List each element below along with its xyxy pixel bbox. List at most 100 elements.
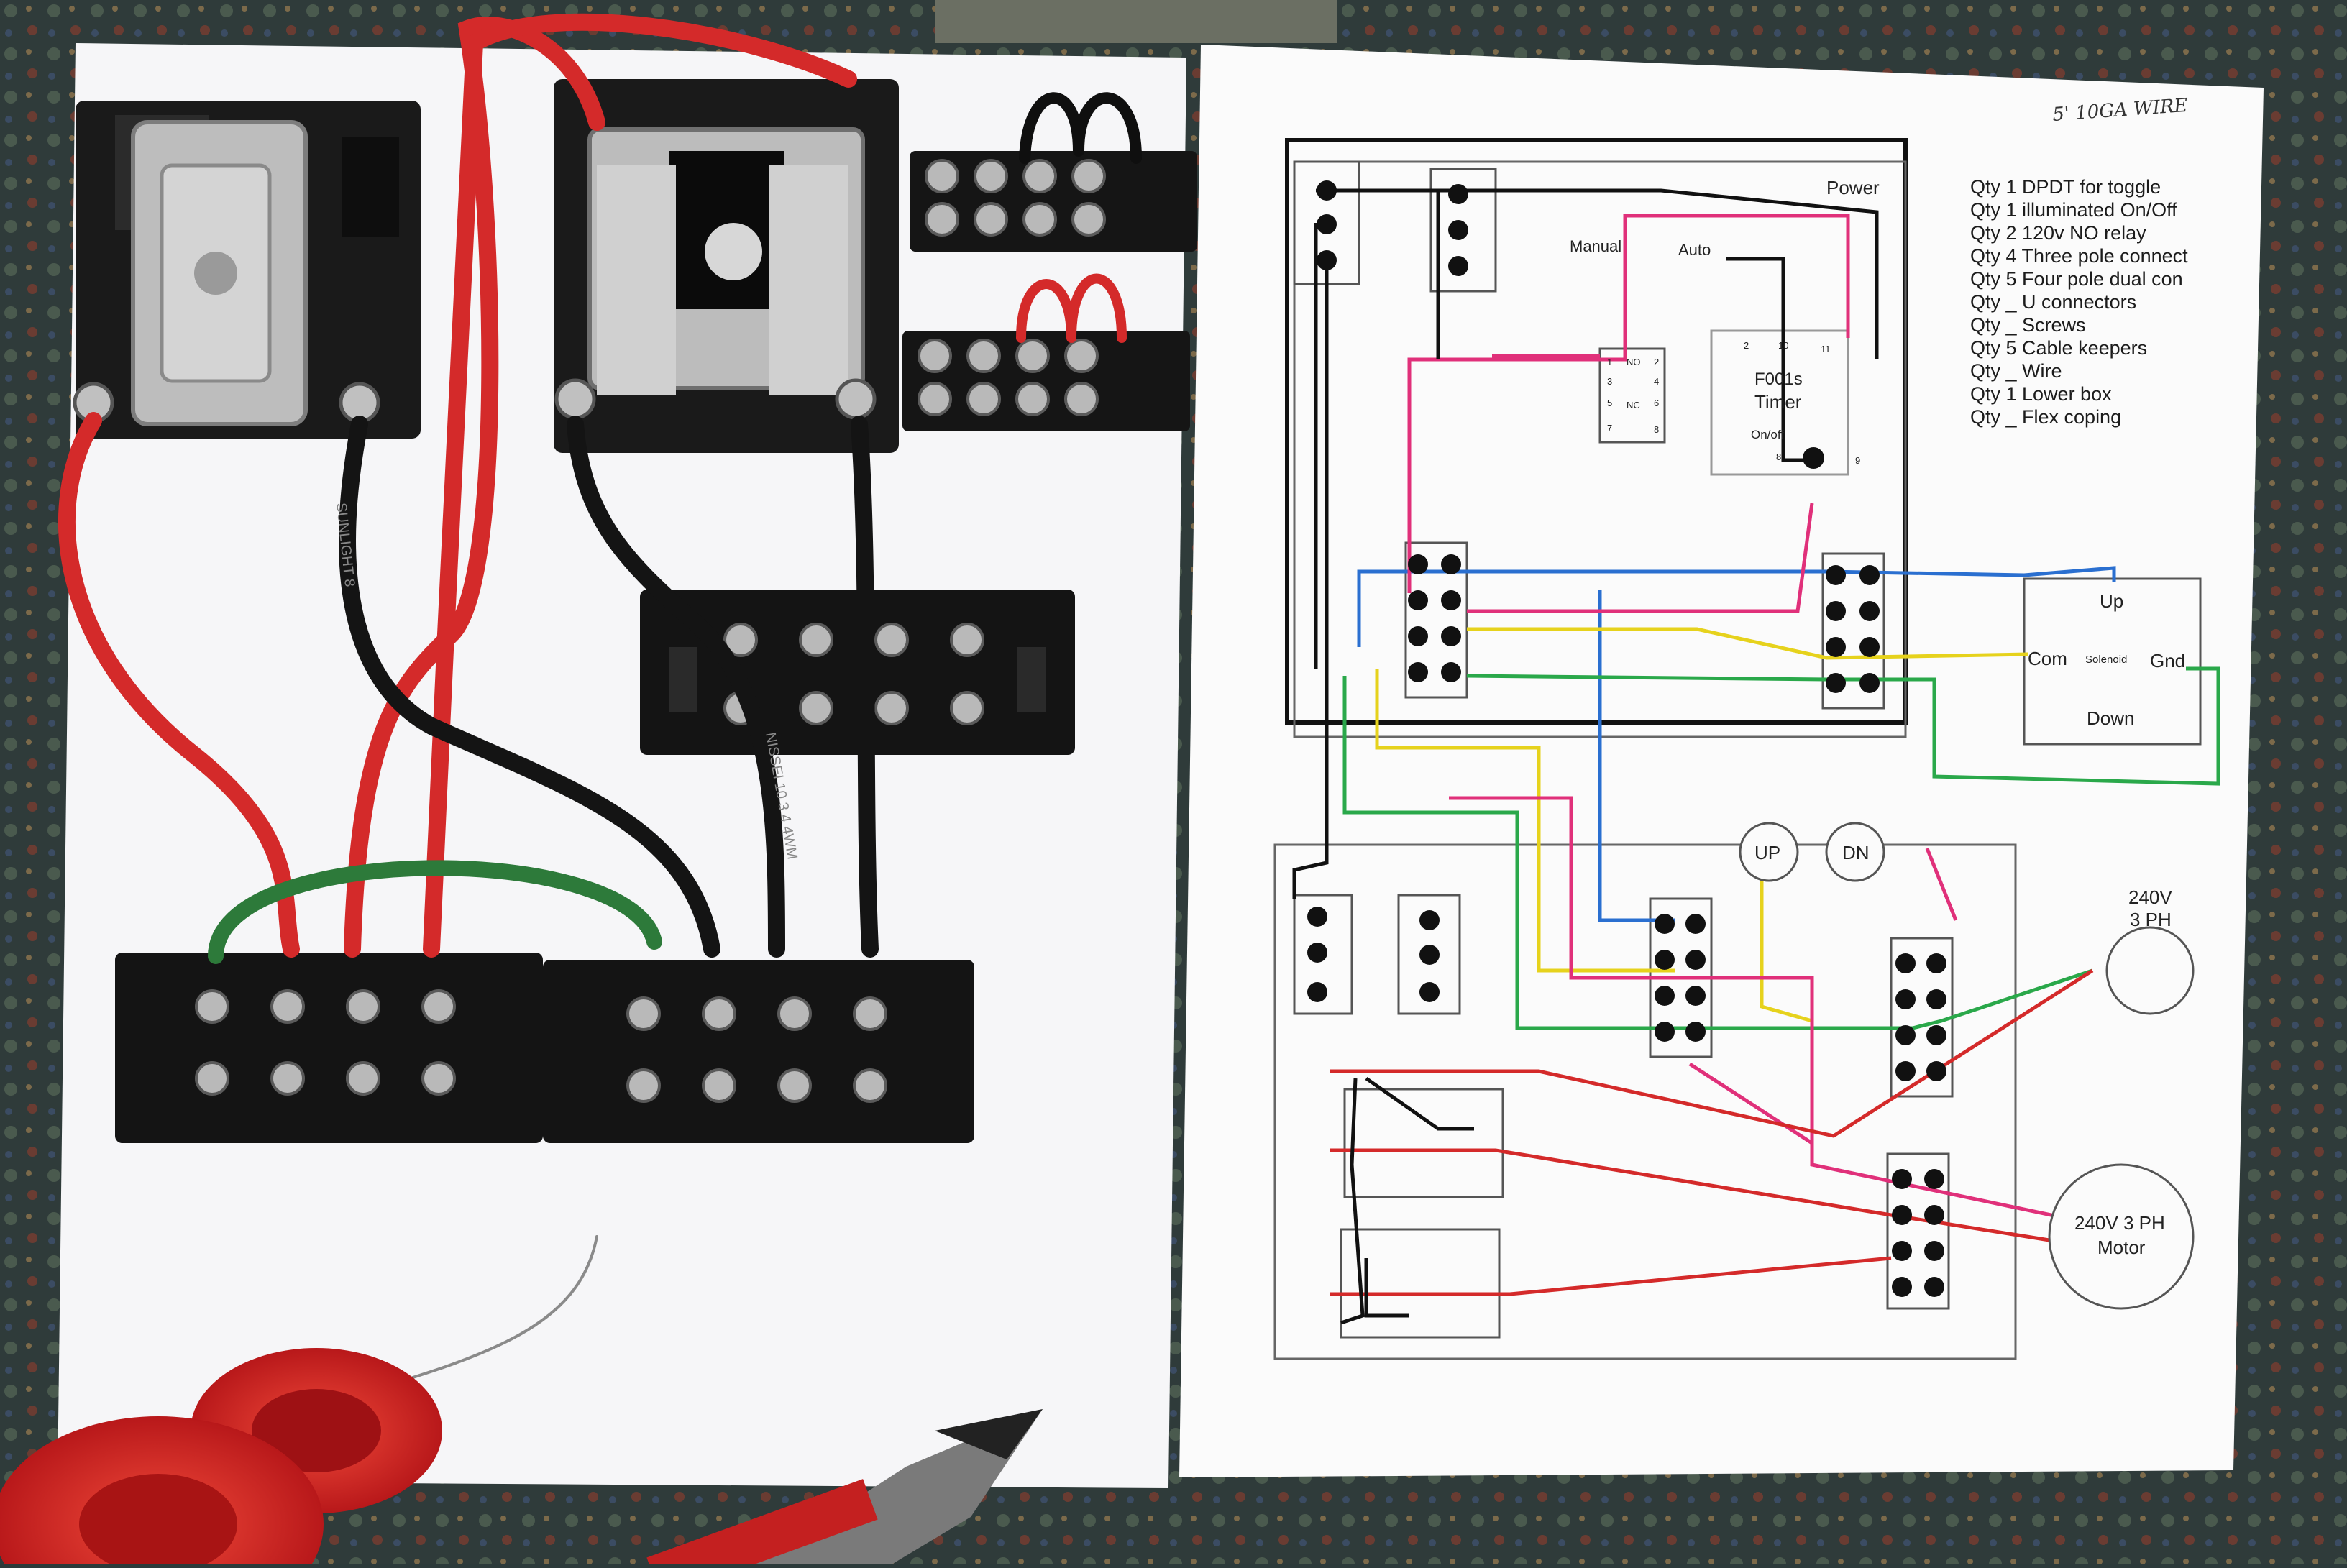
screw [346,989,380,1024]
red-wire-3 [423,13,857,958]
screw [195,1061,229,1096]
connector-dot [1441,554,1461,574]
timer-pin-10: 10 [1778,340,1788,351]
dn-button-label: DN [1842,842,1870,863]
connector-dot [1826,565,1846,585]
parts-item: Qty 1 Lower box [1970,383,2112,405]
screw [874,691,909,725]
screw [346,1061,380,1096]
parts-item: Qty 1 DPDT for toggle [1970,176,2161,198]
connector-dot [1441,626,1461,646]
wire-cutters [646,1409,1043,1568]
parts-item: Qty _ U connectors [1970,291,2137,313]
connector-dot [1926,1061,1946,1081]
solenoid-com: Com [2028,648,2067,669]
connector-dot [1826,601,1846,621]
up-button [1739,822,1799,882]
timer-symbol [1710,329,1849,476]
connector-dot [1307,943,1327,963]
connector-dot [1892,1205,1912,1225]
connector-dot [1448,184,1468,204]
timer-pin-8: 8 [1776,451,1781,462]
parts-item: Qty 5 Four pole dual con [1970,268,2183,290]
connector-dot [1441,590,1461,610]
connector-dot [1859,673,1880,693]
screw [925,159,959,193]
connector-dot [1892,1241,1912,1261]
connector-dot [1859,565,1880,585]
parts-item: Qty 1 illuminated On/Off [1970,199,2177,221]
connector-dot [1895,953,1916,973]
connector-dot [1924,1205,1944,1225]
relay-pin-nc: NC [1627,400,1640,411]
parts-item: Qty _ Wire [1970,360,2062,382]
screw [270,1061,305,1096]
board-wires [58,13,1142,1432]
screw [1022,159,1057,193]
screw [950,623,984,657]
wire-black-main [1292,188,1879,1325]
wire-blue [1357,566,2116,922]
connector-dot [1441,662,1461,682]
screw [1064,382,1099,416]
timer-model: F001s [1754,370,1803,389]
manual-label: Manual [1570,237,1621,255]
relay-pin-1: 1 [1607,357,1612,367]
timer-pin-9: 9 [1855,455,1860,466]
wiring-diagram [1273,138,2220,1360]
connector-dot [1895,989,1916,1009]
dn-button [1825,822,1885,882]
black-wire-1 [339,416,720,958]
connector-dot [1419,982,1440,1002]
screw [853,996,887,1031]
screw [777,996,812,1031]
motor-label-1: 240V 3 PH [2074,1212,2165,1234]
screw [799,691,833,725]
black-jumper [1019,92,1142,164]
connector-dot [1685,950,1706,970]
relay-pin-4: 4 [1654,376,1659,387]
screw [1022,202,1057,237]
motor-symbol [2048,1163,2195,1310]
connector-dot [1895,1025,1916,1045]
connector-dot [1685,1022,1706,1042]
connector-dot [1924,1169,1944,1189]
top-object [935,0,1337,43]
dual-conn-left [1404,541,1468,699]
screw [1071,159,1106,193]
connector-dot [1685,914,1706,934]
connector-dot [1685,986,1706,1006]
connector-dot [1926,989,1946,1009]
up-button-label: UP [1754,842,1780,863]
connector-dot [1408,554,1428,574]
black-wire-3 [851,416,879,958]
relay-pin-3: 3 [1607,376,1612,387]
timer-pin-11: 11 [1821,344,1831,354]
connector-dot [1419,910,1440,930]
outlet-symbol [2105,926,2195,1015]
connector-dot [1408,626,1428,646]
connector-dot [1448,220,1468,240]
screw [918,382,952,416]
connector-dot [1859,637,1880,657]
connector-dot [1655,1022,1675,1042]
connector-dot [1924,1241,1944,1261]
connector-dot [1926,1025,1946,1045]
relay-left [73,101,421,439]
connector-dot [1655,914,1675,934]
dual-conn-right [1821,552,1885,710]
connector-dot [1655,986,1675,1006]
screw [702,996,736,1031]
upper-terminal-right [1429,168,1497,293]
connector-dot [1926,953,1946,973]
screw [626,996,661,1031]
connector-dot [1826,637,1846,657]
relay-pin-5: 5 [1607,398,1612,408]
screw [853,1068,887,1103]
black-wire-2 [567,416,785,958]
screw [1015,339,1050,373]
parts-item: Qty 2 120v NO relay [1970,222,2146,244]
red-jumper [1016,273,1127,343]
contactor-2 [1340,1228,1501,1339]
lower-conn-a [1293,894,1353,1015]
